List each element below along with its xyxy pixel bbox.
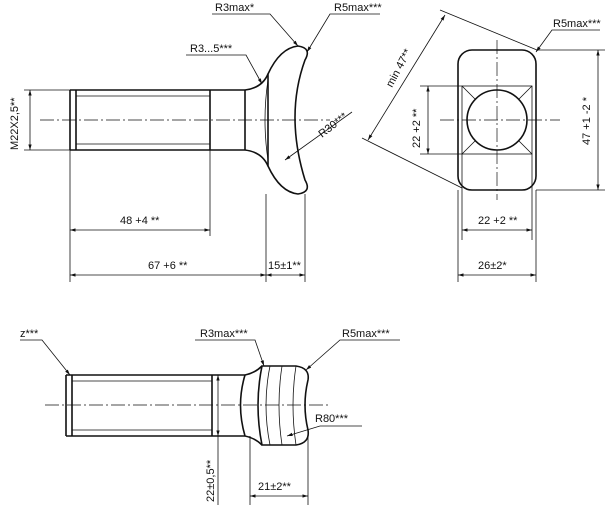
dim-22v-label: 22 +2 ** bbox=[411, 108, 423, 148]
dim-48-label: 48 +4 ** bbox=[120, 215, 160, 227]
bottom-head-bands bbox=[265, 365, 297, 446]
ext-line bbox=[439, 9, 538, 51]
bottom-thread-lines bbox=[72, 380, 212, 431]
bottom-view: z*** R3max*** R5max*** R80*** 22±0,5** 2… bbox=[20, 328, 400, 505]
dim-47-label: 47 +1 -2 * bbox=[581, 96, 593, 145]
ext-line bbox=[361, 137, 463, 189]
leader-r3-5 bbox=[186, 54, 263, 85]
leader-r5max bbox=[306, 13, 380, 53]
r3max-label-bottom: R3max*** bbox=[200, 328, 248, 340]
dim-67-label: 67 +6 ** bbox=[148, 260, 188, 272]
bottom-shank-outline bbox=[65, 374, 245, 437]
leader-r5max-end bbox=[535, 29, 600, 53]
leader-r5max-bottom bbox=[305, 339, 400, 371]
dim-22h-label: 22 +2 ** bbox=[478, 215, 518, 227]
r5max-label-end: R5max*** bbox=[553, 18, 601, 30]
r5max-label-top: R5max*** bbox=[334, 2, 382, 14]
leader-z bbox=[20, 339, 71, 376]
dim-26-label: 26±2* bbox=[478, 260, 507, 272]
top-neck-fillet bbox=[244, 73, 269, 167]
leader-r80 bbox=[286, 425, 362, 437]
bottom-neck bbox=[239, 365, 263, 446]
end-view: R5max*** min 47** 22 +2 ** 47 +1 -2 * 22… bbox=[361, 9, 605, 282]
dim-22-05-label: 22±0,5** bbox=[205, 459, 217, 502]
thread-diameter-label: M22X2,5** bbox=[9, 97, 21, 150]
dim-21-label: 21±2** bbox=[258, 481, 292, 493]
r80-label: R80*** bbox=[315, 413, 349, 425]
z-label: z*** bbox=[20, 328, 39, 340]
dim-15-label: 15±1** bbox=[268, 260, 302, 272]
top-thread-lines bbox=[76, 95, 210, 145]
leader-r3max-bottom bbox=[195, 339, 265, 367]
leader-r30 bbox=[284, 111, 353, 161]
leader-r3max bbox=[212, 13, 299, 47]
dim-line-min47 bbox=[367, 14, 446, 141]
r5max-label-bottom: R5max*** bbox=[342, 328, 390, 340]
r30-label: R30*** bbox=[316, 110, 350, 140]
r3-5-label: R3...5*** bbox=[190, 43, 233, 55]
r3max-label: R3max* bbox=[215, 2, 255, 14]
end-corner-lines bbox=[461, 85, 533, 155]
min47-label: min 47** bbox=[384, 46, 414, 89]
top-view: M22X2,5** R3max* R5max*** R3...5*** R30*… bbox=[9, 2, 382, 282]
bottom-head bbox=[257, 365, 310, 446]
